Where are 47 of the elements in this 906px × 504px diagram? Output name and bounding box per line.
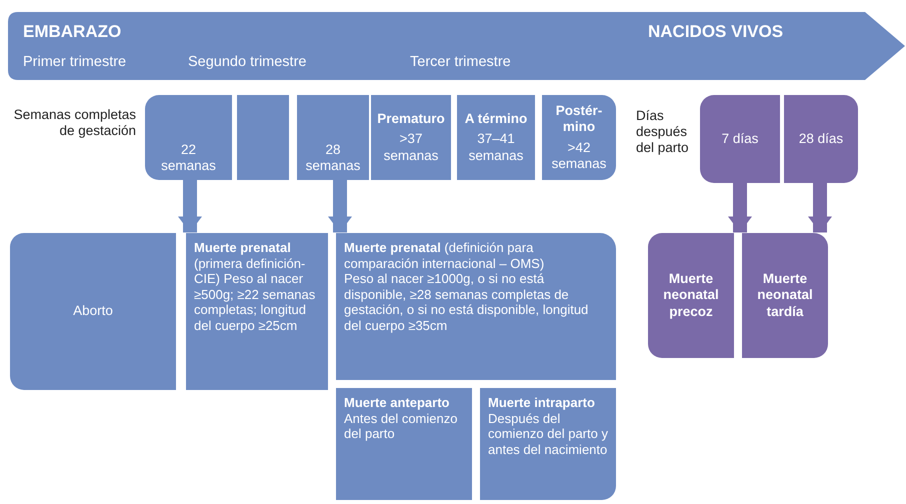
- box-heading: Prematuro: [376, 111, 446, 128]
- box-text: 28 semanas: [304, 142, 362, 174]
- box-text: 22 semanas: [160, 142, 217, 174]
- week-box: [145, 95, 232, 180]
- day-box: [700, 95, 780, 183]
- banner-heading: EMBARAZO: [23, 22, 122, 42]
- outcome-box: [648, 233, 734, 358]
- banner-heading: NACIDOS VIVOS: [648, 22, 784, 42]
- day-box: [784, 95, 858, 183]
- box-heading: A término: [464, 111, 528, 128]
- box-text: 28 días: [798, 130, 844, 148]
- box-text: Aborto: [72, 303, 114, 320]
- banner-text: Primer trimestre: [23, 54, 126, 70]
- block-arrow: [808, 183, 832, 232]
- box-text: >37 semanas: [382, 131, 440, 164]
- box-text: 37–41 semanas: [468, 131, 524, 164]
- box-heading: Muerte anteparto: [344, 395, 450, 411]
- box-text: Antes del comienzo del parto: [344, 410, 458, 442]
- outcome-box: [742, 233, 828, 358]
- banner-text: Segundo trimestre: [188, 54, 306, 70]
- week-box: [457, 95, 535, 180]
- box-heading: Postér- mino: [554, 103, 604, 136]
- outcome-box: [186, 233, 328, 390]
- outcome-box: [336, 388, 472, 500]
- week-box: [297, 95, 369, 180]
- box-text: Muerte neonatal tardía: [756, 271, 814, 320]
- outcome-box: [10, 233, 176, 390]
- box-heading: Muerte intraparto: [488, 395, 596, 411]
- empty-box: [237, 95, 289, 180]
- box-text: (primera definición-CIE) Peso al nacer ≥500g; ≥22 semanas completas; longitud del cuerpo ≥25cm: [194, 256, 316, 334]
- week-box: [371, 95, 451, 180]
- outcome-box: [480, 388, 616, 500]
- box-text: >42 semanas: [550, 140, 608, 172]
- box-heading: Muerte prenatal: [194, 240, 292, 256]
- outcome-box: [336, 233, 616, 380]
- box-text: 7 días: [720, 130, 760, 148]
- box-text: Después del comienzo del parto y antes del nacimiento: [488, 410, 608, 458]
- block-arrow: [728, 183, 752, 232]
- week-box: [542, 95, 616, 180]
- box-text: Muerte neonatal precoz: [662, 271, 720, 320]
- row-label: Días después del parto: [636, 108, 690, 157]
- block-arrow: [328, 180, 352, 232]
- banner-text: Tercer trimestre: [410, 54, 511, 70]
- block-arrow: [178, 180, 202, 232]
- row-label: Semanas completas de gestación: [12, 107, 136, 140]
- box-text: Muerte prenatal (definición para comparación internacional – OMS): [344, 240, 546, 272]
- box-text: Peso al nacer ≥1000g, o si no está disponible, ≥28 semanas completas de gestación, o si no está disponible, longitud del cuerpo ≥35cm: [344, 271, 590, 334]
